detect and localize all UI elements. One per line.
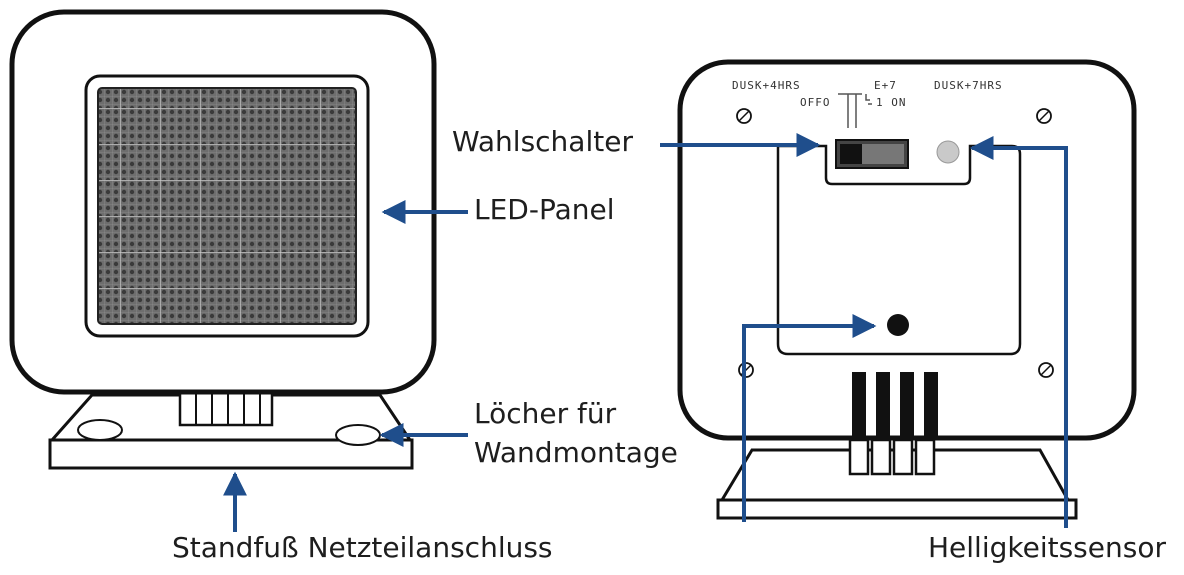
arrow-power-jack: [742, 314, 877, 522]
arrow-light-sensor: [969, 136, 1068, 528]
marking-on: 1 ON: [876, 96, 907, 109]
stand-base: [48, 393, 414, 470]
label-mount-holes-1: Löcher für: [474, 397, 617, 430]
screw-top-right: [1036, 108, 1052, 124]
screw-bottom-right: [1038, 362, 1054, 378]
light-sensor: [936, 140, 960, 164]
led-panel: [97, 87, 357, 325]
callout-lines: [223, 133, 1068, 532]
label-led-panel: LED-Panel: [474, 193, 615, 226]
marking-e7: E+7: [874, 79, 897, 92]
label-selector-switch: Wahlschalter: [452, 125, 633, 158]
label-stand-power: Standfuß Netzteilanschluss: [172, 531, 553, 564]
screw-top-left: [736, 108, 752, 124]
back-ribs: [852, 372, 938, 438]
mount-hole-left: [77, 419, 123, 441]
label-mount-holes-2: Wandmontage: [474, 436, 678, 469]
mount-hole-right: [335, 424, 381, 446]
back-neck: [848, 438, 936, 476]
back-view: [677, 59, 1137, 520]
label-light-sensor: Helligkeitssensor: [928, 531, 1166, 564]
marking-off: OFFO: [800, 96, 831, 109]
front-view: [9, 9, 437, 470]
power-jack: [887, 314, 909, 336]
marking-dusk-7hrs: DUSK+7HRS: [934, 79, 1003, 92]
marking-dusk-4hrs: DUSK+4HRS: [732, 79, 801, 92]
